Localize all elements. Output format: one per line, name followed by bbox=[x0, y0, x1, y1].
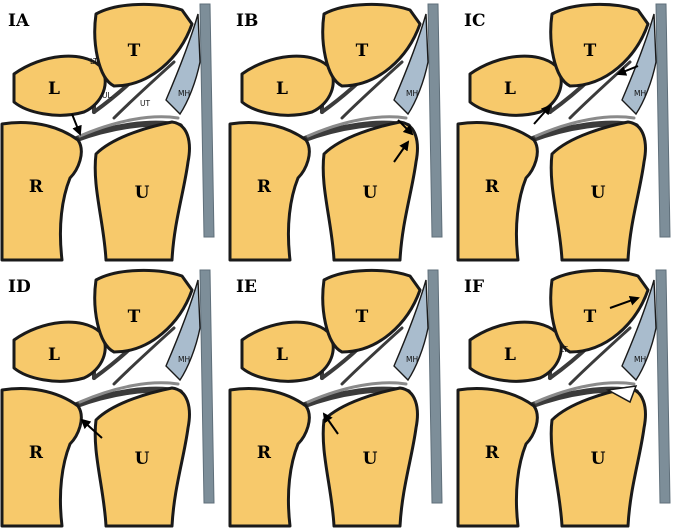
radius-label: R bbox=[257, 443, 272, 463]
triquetrum-label: T bbox=[128, 307, 141, 327]
tear-arrow bbox=[533, 104, 552, 125]
meniscus-homolog-label: MH bbox=[178, 355, 190, 364]
panel-ic: IC L T R U MH bbox=[458, 4, 670, 260]
panel-title: IB bbox=[236, 11, 258, 31]
panel-title: IE bbox=[236, 277, 257, 297]
meniscus-homolog-label: MH bbox=[406, 89, 418, 98]
ulna-label: U bbox=[591, 449, 606, 469]
ulna-label: U bbox=[135, 183, 150, 203]
lunate-label: L bbox=[48, 79, 60, 99]
panel-title: IF bbox=[464, 277, 484, 297]
ulna-label: U bbox=[135, 449, 150, 469]
radius-label: R bbox=[485, 443, 500, 463]
ulnolunate-label: UL bbox=[102, 91, 112, 100]
tear-arrow bbox=[616, 65, 639, 76]
radius-label: R bbox=[257, 177, 272, 197]
panel-ib: IB L T R U MH bbox=[230, 4, 442, 260]
panel-title: IC bbox=[464, 11, 485, 31]
tear-arrow bbox=[322, 412, 339, 435]
triquetrum-label: T bbox=[356, 41, 369, 61]
panel-title: ID bbox=[8, 277, 31, 297]
lunotriquetral-label: LT bbox=[90, 57, 98, 66]
radius-label: R bbox=[485, 177, 500, 197]
ulna-label: U bbox=[363, 449, 378, 469]
meniscus-homolog-label: MH bbox=[178, 89, 190, 98]
disc-defect-triangle bbox=[605, 385, 638, 404]
meniscus-homolog-label: MH bbox=[634, 355, 646, 364]
lunate-label: L bbox=[504, 79, 516, 99]
triquetrum-label: T bbox=[356, 307, 369, 327]
triquetrum-label: T bbox=[584, 41, 597, 61]
panel-if: IF L T R U MH LT bbox=[458, 270, 670, 526]
tear-arrow bbox=[71, 113, 82, 136]
ulnotriquetral-label: UT bbox=[140, 99, 150, 108]
tear-arrow bbox=[393, 140, 410, 163]
radius-label: R bbox=[29, 443, 44, 463]
radius-label: R bbox=[29, 177, 44, 197]
panel-ie: IE L T R U MH bbox=[230, 270, 442, 526]
meniscus-homolog-label: MH bbox=[634, 89, 646, 98]
tear-arrow bbox=[609, 295, 640, 309]
lunate-label: L bbox=[276, 79, 288, 99]
ulna-label: U bbox=[363, 183, 378, 203]
tear-arrow bbox=[397, 119, 414, 136]
lunate-label: L bbox=[48, 345, 60, 365]
panel-id: ID L T R U MH bbox=[2, 270, 214, 526]
triquetrum-label: T bbox=[128, 41, 141, 61]
lunotriquetral-label: LT bbox=[560, 345, 568, 354]
lunate-label: L bbox=[276, 345, 288, 365]
lunate-label: L bbox=[504, 345, 516, 365]
meniscus-homolog-label: MH bbox=[406, 355, 418, 364]
panel-ia: IA L T R U MH LT UL UT bbox=[2, 4, 214, 260]
triquetrum-label: T bbox=[584, 307, 597, 327]
tear-arrow bbox=[80, 418, 103, 439]
panel-title: IA bbox=[8, 11, 30, 31]
ulna-label: U bbox=[591, 183, 606, 203]
